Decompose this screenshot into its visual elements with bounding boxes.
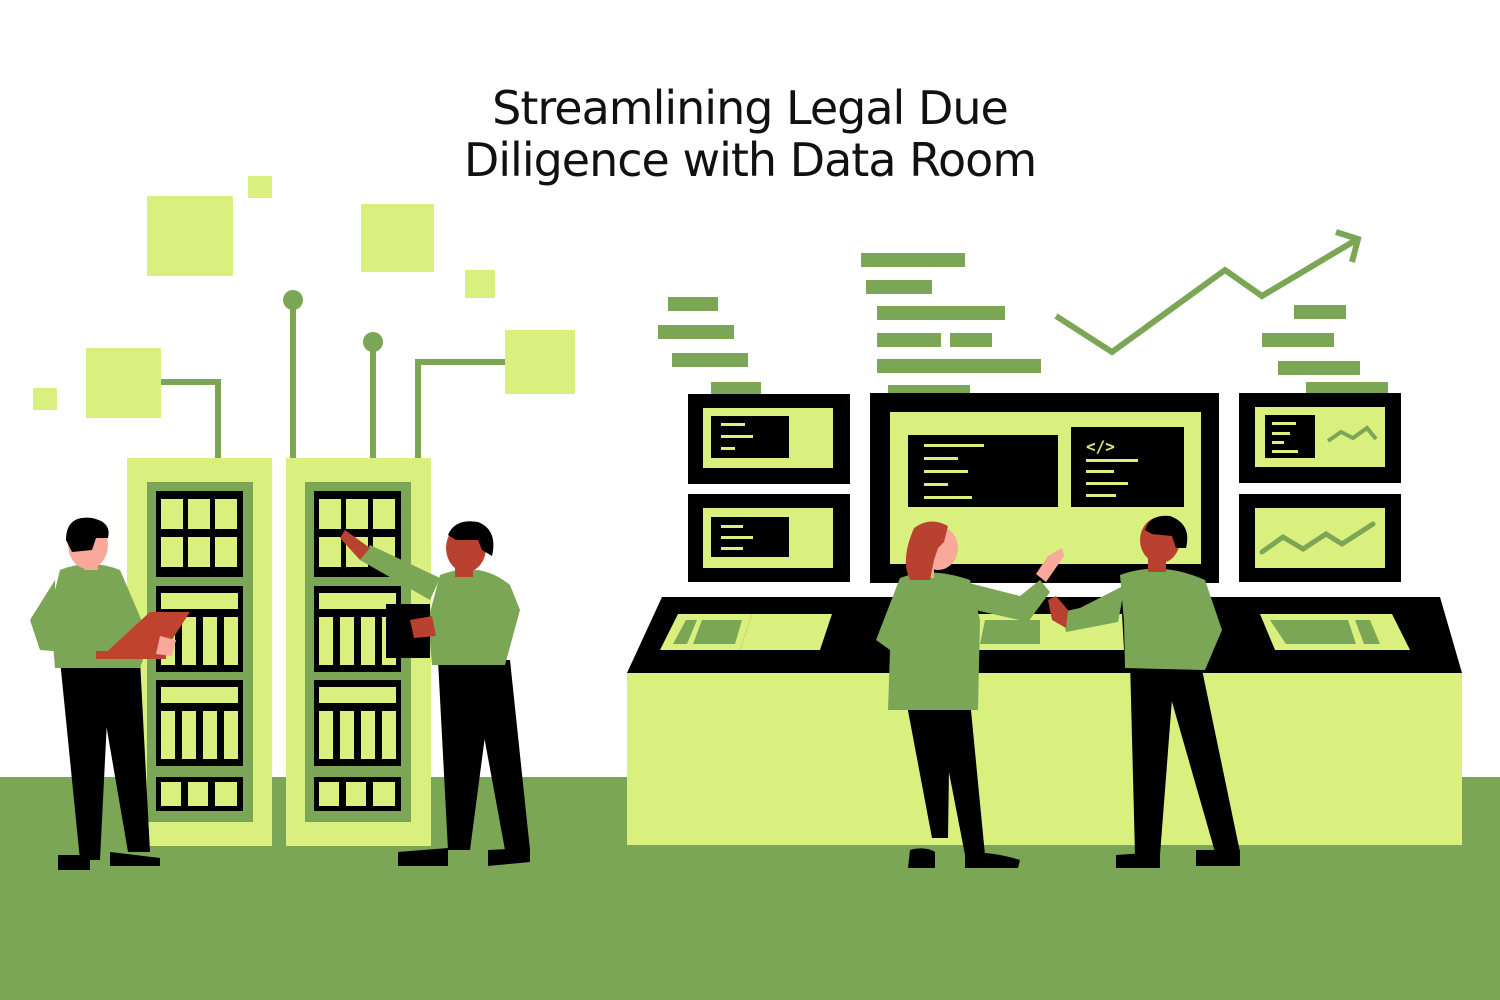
person-man-right — [1048, 515, 1240, 868]
antenna-dot — [363, 332, 383, 352]
title-line-1: Streamlining Legal Due — [492, 81, 1009, 135]
code-icon: </> — [1086, 437, 1115, 456]
server-antennas — [161, 300, 505, 460]
person-pointing — [340, 521, 530, 866]
page-title: Streamlining Legal Due Diligence with Da… — [0, 82, 1500, 186]
monitor-top-right — [1239, 393, 1401, 483]
monitor-bottom-right — [1239, 494, 1401, 582]
antenna-dot — [283, 290, 303, 310]
title-line-2: Diligence with Data Room — [463, 133, 1037, 187]
trend-arrow-icon — [1054, 229, 1362, 356]
monitor-top-left — [688, 394, 850, 484]
server-rack-left — [127, 458, 272, 846]
floating-data-bars — [658, 253, 1388, 399]
person-woman — [876, 521, 1064, 868]
control-desk — [627, 597, 1462, 845]
decorative-squares — [33, 176, 575, 418]
person-laptop — [30, 517, 190, 870]
monitor-bottom-left — [688, 494, 850, 582]
